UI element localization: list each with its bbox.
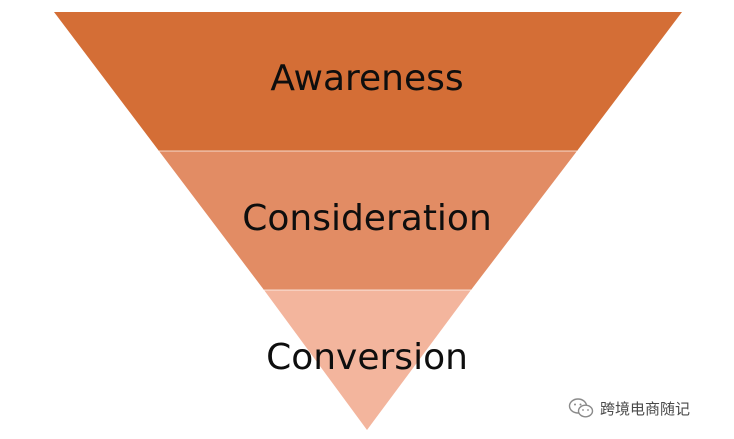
wechat-icon: [568, 397, 594, 419]
stage-label-awareness: Awareness: [270, 58, 464, 99]
watermark: 跨境电商随记: [568, 396, 690, 420]
funnel-stage-consideration: [159, 151, 577, 290]
stage-label-consideration: Consideration: [242, 198, 492, 239]
stage-label-conversion: Conversion: [266, 337, 468, 378]
funnel-stage-conversion: [264, 290, 471, 430]
funnel-stage-awareness: [54, 12, 682, 151]
watermark-text: 跨境电商随记: [600, 399, 691, 418]
